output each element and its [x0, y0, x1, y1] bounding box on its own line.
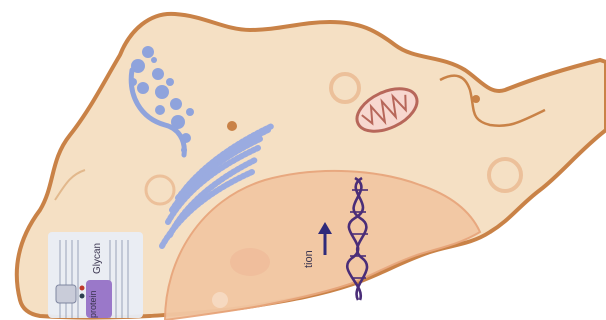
glycan-bead — [80, 294, 85, 299]
nuclear-speck — [212, 292, 228, 308]
membrane-protein-grey — [56, 285, 76, 303]
glycan-label: Glycan — [92, 243, 103, 274]
transcription-label: tion — [303, 250, 315, 268]
protein-label: protein — [88, 290, 98, 318]
glycan-bead — [80, 286, 85, 291]
vesicle-dot — [472, 95, 480, 103]
vesicle-dot — [227, 121, 237, 131]
glycoprotein-panel: Glycan protein — [48, 232, 143, 318]
nucleolus — [230, 248, 270, 276]
